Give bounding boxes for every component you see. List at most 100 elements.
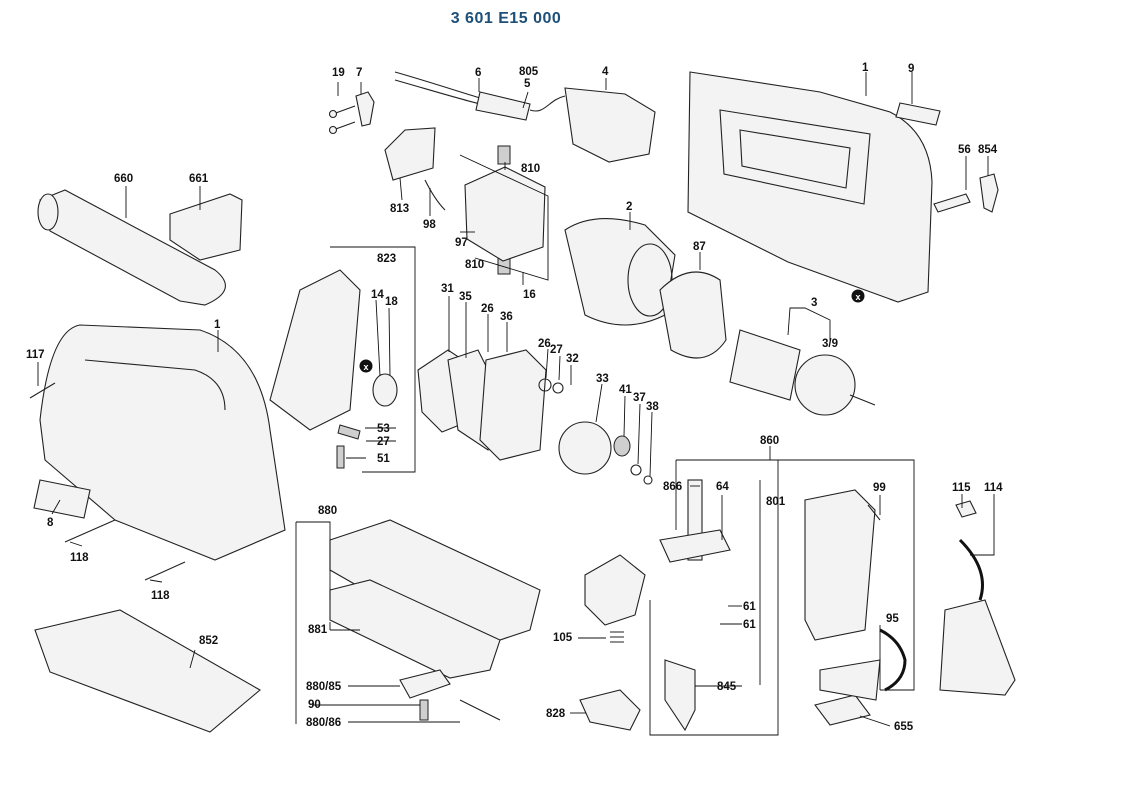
part-pin-53 [337, 424, 361, 440]
label-32: 32 [566, 353, 579, 365]
label-852: 852 [199, 635, 218, 647]
label-19: 19 [332, 67, 345, 79]
label-98: 98 [423, 219, 436, 231]
part-motor-housing-823 [269, 269, 361, 431]
label-61-a: 61 [743, 601, 756, 613]
part-screw-117 [29, 382, 56, 399]
part-spring-105 [610, 631, 624, 643]
label-56: 56 [958, 144, 971, 156]
label-3-9: 3/9 [822, 338, 838, 350]
part-brush-810-top [497, 145, 511, 165]
part-wire-95 [879, 628, 907, 692]
label-828: 828 [546, 708, 566, 720]
badge-x-motor [359, 359, 373, 373]
label-880-86: 880/86 [306, 717, 341, 729]
part-cord-6 [394, 71, 566, 121]
label-118-a: 118 [70, 552, 89, 564]
label-27-b: 27 [550, 344, 563, 356]
part-armature-3 [729, 329, 876, 416]
label-813: 813 [390, 203, 409, 215]
label-805: 805 [519, 66, 539, 78]
part-cover-655 [814, 694, 871, 726]
label-6: 6 [475, 67, 481, 79]
label-880-85: 880/85 [306, 681, 342, 693]
label-801: 801 [766, 496, 786, 508]
part-lever-845 [664, 659, 696, 732]
label-114: 114 [984, 482, 1003, 494]
badge-x-housing-text: x [855, 292, 860, 302]
part-screw-90 [419, 699, 429, 721]
label-115: 115 [952, 482, 971, 494]
part-bearing-41 [613, 435, 631, 457]
badge-x-housing [851, 289, 865, 303]
label-95: 95 [886, 613, 899, 625]
label-810-top: 810 [521, 163, 540, 175]
label-41: 41 [619, 384, 632, 396]
part-led-assembly-114 [939, 599, 1016, 696]
label-845: 845 [717, 681, 737, 693]
badge-x-motor-text: x [363, 362, 368, 372]
part-switch-4 [564, 87, 656, 163]
label-53: 53 [377, 423, 390, 435]
label-18: 18 [385, 296, 398, 308]
part-screw-118-b [144, 561, 186, 581]
part-screw-19 [328, 105, 356, 135]
part-shoe-cover-852 [34, 609, 261, 733]
part-clamp-880-85 [399, 669, 451, 699]
part-roller-828 [579, 689, 641, 731]
part-led-cable [958, 538, 984, 601]
part-ring-38 [643, 475, 653, 485]
label-8: 8 [47, 517, 54, 529]
part-label-8 [33, 479, 91, 519]
part-pin-56 [933, 193, 971, 213]
label-9: 9 [908, 63, 914, 75]
label-881: 881 [308, 624, 328, 636]
part-housing-shell-1-left [39, 324, 286, 561]
part-label-9 [895, 102, 941, 126]
part-button-115 [955, 500, 977, 518]
label-661: 661 [189, 173, 209, 185]
part-wire-98 [424, 179, 446, 211]
part-washer-37 [630, 464, 642, 476]
label-3: 3 [811, 297, 817, 309]
part-cover-661 [169, 193, 243, 261]
label-35: 35 [459, 291, 472, 303]
part-washer-26 [538, 378, 552, 392]
part-bracket-16 [464, 166, 546, 262]
label-14: 14 [371, 289, 384, 301]
label-36: 36 [500, 311, 513, 323]
drawing-title: 3 601 E15 000 [450, 10, 562, 27]
part-guide-assembly [584, 554, 646, 626]
label-117: 117 [26, 349, 45, 361]
label-31: 31 [441, 283, 454, 295]
part-stator-2 [564, 218, 676, 326]
part-gear-33 [558, 421, 612, 475]
label-64: 64 [716, 481, 729, 493]
part-screw-99 [867, 504, 881, 521]
parts [29, 71, 1016, 733]
label-33: 33 [596, 373, 609, 385]
part-housing-shell-1 [687, 71, 933, 303]
label-105: 105 [553, 632, 573, 644]
label-1-left: 1 [214, 319, 221, 331]
part-gear-housing-36 [479, 349, 547, 461]
label-26-a: 26 [481, 303, 494, 315]
label-5: 5 [524, 78, 531, 90]
part-base-shoe-881 [329, 579, 501, 679]
leader-lines [37, 72, 995, 736]
label-97: 97 [455, 237, 468, 249]
label-660: 660 [114, 173, 133, 185]
part-gear-housing-801 [804, 489, 876, 641]
part-carrier-64 [659, 529, 731, 563]
part-lever-7 [355, 91, 375, 127]
label-860: 860 [760, 435, 779, 447]
label-38: 38 [646, 401, 659, 413]
part-labels: 19 7 6 805 5 4 1 9 56 854 660 661 810 81… [26, 62, 1003, 733]
label-16: 16 [523, 289, 536, 301]
part-dust-tube-660 [37, 189, 226, 306]
label-810-bottom: 810 [465, 259, 484, 271]
part-bracket-87 [659, 271, 727, 359]
label-655: 655 [894, 721, 914, 733]
label-118-b: 118 [151, 590, 170, 602]
label-61-b: 61 [743, 619, 756, 631]
